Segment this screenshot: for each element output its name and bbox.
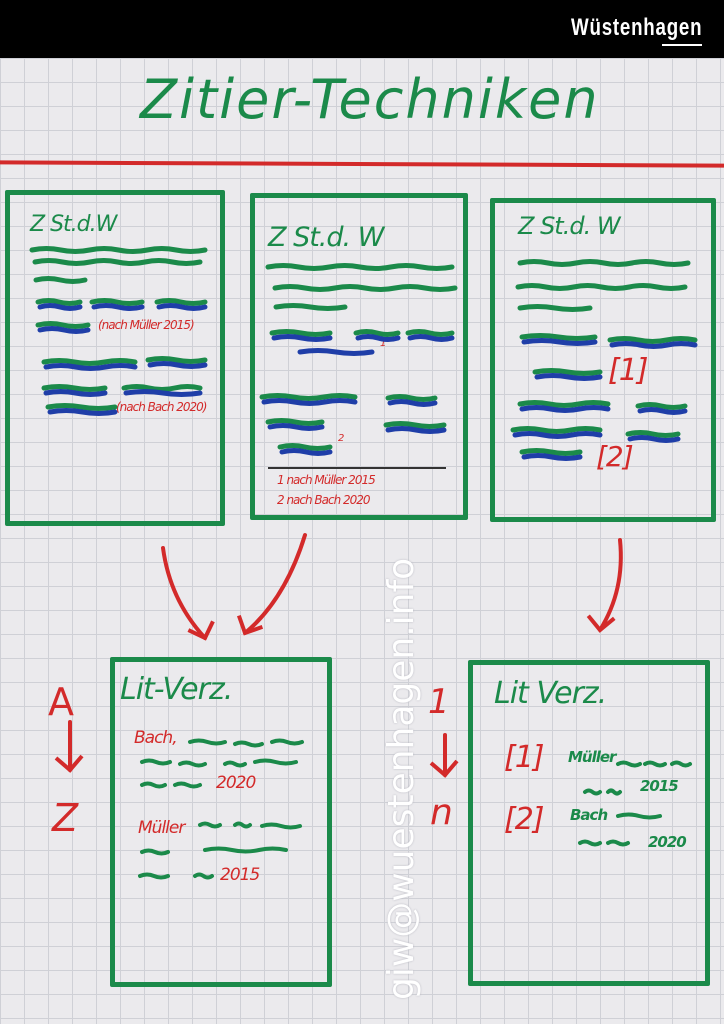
reference-2: [2] — [596, 440, 634, 473]
watermark: giw@wuestenhagen.info — [381, 557, 422, 1000]
footnote-2: 2 nach Bach 2020 — [277, 493, 371, 507]
panel-1-heading: Z St.d.W — [30, 212, 117, 237]
logo: Wüstenhagen — [570, 14, 702, 41]
sort-start-a: A — [48, 680, 74, 724]
lit-right-heading: Lit Verz. — [494, 676, 607, 711]
reference-1: [1] — [608, 353, 648, 388]
citation-mueller: (nach Müller 2015) — [98, 318, 195, 332]
panel-2-heading: Z St.d. W — [268, 222, 384, 253]
footnote-mark-2: 2 — [338, 433, 344, 444]
top-bar: Wüstenhagen — [0, 0, 724, 58]
panel-3 — [490, 198, 716, 522]
entry-mueller-year: 2015 — [220, 865, 260, 885]
citation-bach: (nach Bach 2020) — [116, 400, 207, 414]
bibliography-numbered — [468, 660, 710, 986]
sort-start-1: 1 — [428, 682, 450, 722]
footnote-1: 1 nach Müller 2015 — [277, 473, 376, 487]
panel-3-heading: Z St.d. W — [518, 212, 621, 240]
entry-bach-author: Bach, — [134, 728, 178, 748]
bibliography-alphabetical — [110, 657, 332, 987]
entry-bach-year-right: 2020 — [648, 833, 687, 851]
logo-arrow-icon — [662, 44, 702, 46]
entry-bach-author-right: Bach — [570, 806, 608, 824]
footnote-separator — [268, 467, 446, 469]
panel-2 — [250, 193, 468, 520]
lit-left-heading: Lit-Verz. — [120, 672, 233, 707]
entry-mueller-year-right: 2015 — [640, 777, 679, 795]
entry-bach-year: 2020 — [216, 773, 256, 793]
entry-mueller-author: Müller — [138, 818, 185, 838]
panel-1 — [5, 190, 225, 526]
entry-ref-1: [1] — [504, 740, 544, 775]
page-title: Zitier-Techniken — [140, 68, 600, 131]
sort-end-n: n — [430, 792, 453, 833]
entry-ref-2: [2] — [504, 802, 544, 837]
sort-end-z: Z — [52, 796, 78, 840]
entry-mueller-author-right: Müller — [568, 748, 616, 766]
footnote-mark-1: 1 — [380, 338, 386, 349]
